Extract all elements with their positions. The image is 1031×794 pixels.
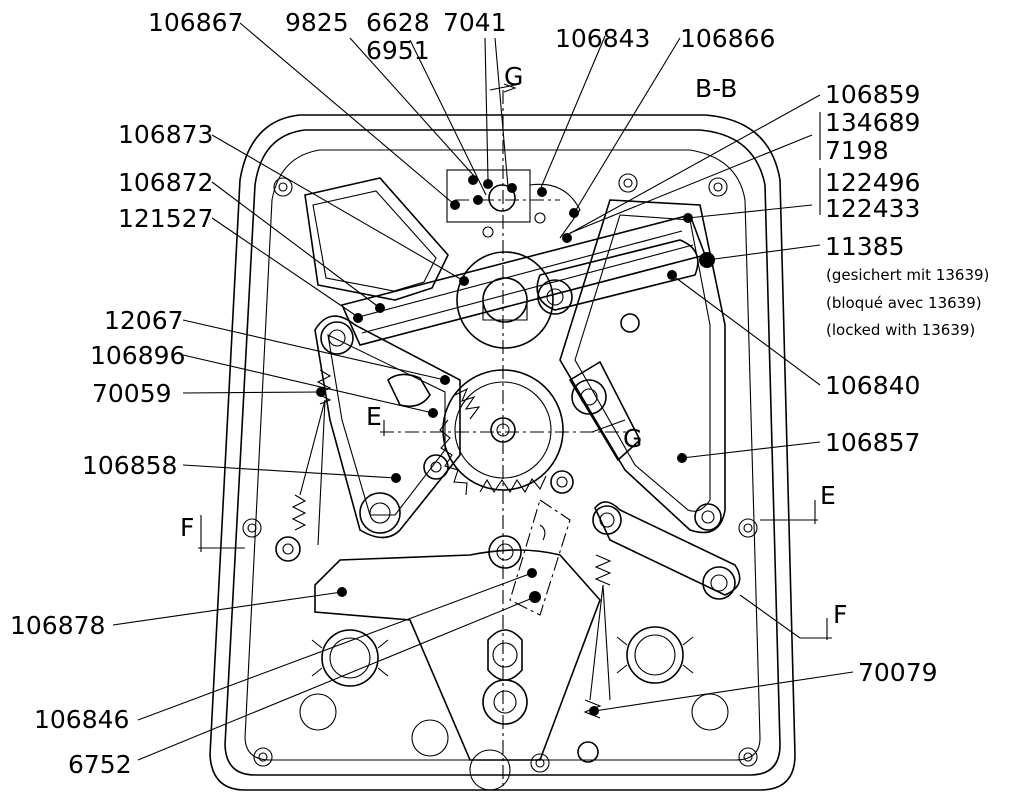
label-70059: 70059 xyxy=(92,379,172,408)
lower-right-link xyxy=(568,360,741,600)
label-106896: 106896 xyxy=(90,341,186,370)
section-mark-f-right: F xyxy=(833,600,848,629)
label-106840: 106840 xyxy=(825,371,921,400)
dashed-link xyxy=(509,499,571,616)
label-122433: 122433 xyxy=(825,194,921,223)
note-german: (gesichert mit 13639) xyxy=(826,266,990,284)
label-122496: 122496 xyxy=(825,168,921,197)
diagonal-slider xyxy=(340,214,707,346)
lower-plate xyxy=(314,535,601,761)
label-106872: 106872 xyxy=(118,168,214,197)
housing-frame xyxy=(209,114,796,791)
label-106846: 106846 xyxy=(34,705,130,734)
right-lever xyxy=(559,199,726,534)
section-mark-f-left: F xyxy=(180,513,195,542)
section-cuts xyxy=(198,83,832,640)
label-6752: 6752 xyxy=(68,750,132,779)
label-106843: 106843 xyxy=(555,24,651,53)
left-lever xyxy=(314,315,461,539)
label-7041: 7041 xyxy=(443,8,507,37)
housing-screws xyxy=(242,173,758,773)
bosses xyxy=(299,626,729,791)
label-106873: 106873 xyxy=(118,120,214,149)
section-mark-g-top: G xyxy=(504,62,524,91)
note-english: (locked with 13639) xyxy=(826,321,976,339)
label-12067: 12067 xyxy=(104,306,184,335)
label-7198: 7198 xyxy=(825,136,889,165)
label-121527: 121527 xyxy=(118,204,214,233)
note-french: (bloqué avec 13639) xyxy=(826,294,982,312)
label-134689: 134689 xyxy=(825,108,921,137)
upper-left-plate xyxy=(304,177,449,301)
label-9825: 9825 xyxy=(285,8,349,37)
label-6628: 6628 xyxy=(366,8,430,37)
label-106866: 106866 xyxy=(680,24,776,53)
label-106878: 106878 xyxy=(10,611,106,640)
marker-dots xyxy=(316,175,715,716)
label-6951: 6951 xyxy=(366,36,430,65)
view-label: B-B xyxy=(695,74,738,103)
section-mark-e-left: E xyxy=(366,402,382,431)
label-106857: 106857 xyxy=(825,428,921,457)
center-lines xyxy=(380,90,630,790)
label-106867: 106867 xyxy=(148,8,244,37)
label-106858: 106858 xyxy=(82,451,178,480)
main-gear-assembly xyxy=(423,251,574,496)
label-70079: 70079 xyxy=(858,658,938,687)
top-bracket xyxy=(446,169,581,239)
section-mark-e-right: E xyxy=(820,481,836,510)
section-mark-g-mid: G xyxy=(623,424,643,453)
leader-lines xyxy=(112,22,854,761)
label-11385: 11385 xyxy=(825,232,905,261)
label-106859: 106859 xyxy=(825,80,921,109)
